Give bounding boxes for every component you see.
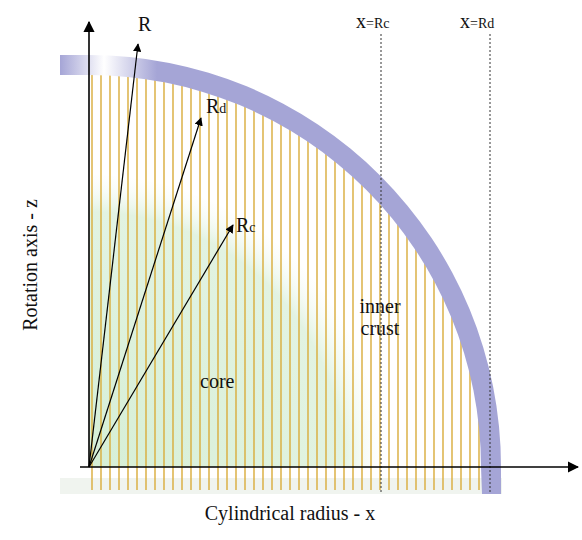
vortex-line	[343, 167, 344, 490]
radius-arrow	[89, 118, 201, 467]
x-axis	[80, 466, 578, 468]
vortex-line	[226, 98, 227, 490]
vortex-line	[145, 77, 146, 490]
vortex-line	[280, 123, 281, 490]
vortex-line	[271, 118, 272, 490]
vortex-line	[370, 192, 371, 490]
vortex-line	[298, 134, 299, 490]
boundary-label: x=Rc	[356, 10, 389, 32]
vortex-line	[199, 89, 200, 490]
vortex-line	[325, 152, 326, 490]
radius-label: Rc	[236, 214, 256, 236]
vortex-line	[316, 146, 317, 490]
rc-guide	[381, 34, 382, 492]
z-axis	[88, 22, 90, 467]
vortex-line	[136, 76, 137, 490]
vortex-line	[253, 109, 254, 490]
vortex-line	[235, 101, 236, 490]
radius-label: R	[138, 13, 151, 35]
vortex-line	[154, 79, 155, 490]
outer-crust-band	[60, 55, 501, 494]
region-label: inner crust	[350, 295, 410, 339]
region-label: core	[200, 370, 234, 392]
vortex-line	[217, 95, 218, 490]
vortex-line	[334, 159, 335, 490]
radius-arrow	[89, 225, 233, 467]
vortex-line	[289, 128, 290, 490]
vortex-line	[172, 82, 173, 490]
radius-arrow	[89, 44, 138, 467]
vortex-line	[388, 212, 389, 490]
boundary-label: x=Rd	[460, 10, 494, 32]
vortex-line	[424, 261, 425, 490]
vortex-line	[244, 105, 245, 490]
vortex-line	[442, 294, 443, 490]
vortex-line	[469, 367, 470, 490]
vortex-line	[352, 175, 353, 490]
vortex-line	[397, 223, 398, 490]
vortex-line	[379, 201, 380, 490]
core-region	[89, 175, 381, 467]
vortex-line	[118, 74, 119, 490]
vortex-line	[163, 80, 164, 490]
vortex-line	[406, 234, 407, 490]
vortex-line	[451, 314, 452, 490]
vortex-line	[181, 84, 182, 490]
rd-guide	[490, 34, 491, 492]
vortex-line	[433, 277, 434, 490]
vortex-lines	[92, 73, 479, 490]
vortex-line	[208, 92, 209, 490]
vortex-line	[91, 73, 92, 490]
axis-title: Cylindrical radius - x	[205, 502, 376, 524]
radius-label: Rd	[206, 95, 226, 117]
axis-title: Rotation axis - z	[19, 199, 41, 331]
vortex-line	[415, 247, 416, 490]
vortex-line	[307, 139, 308, 490]
vortex-line	[262, 114, 263, 490]
